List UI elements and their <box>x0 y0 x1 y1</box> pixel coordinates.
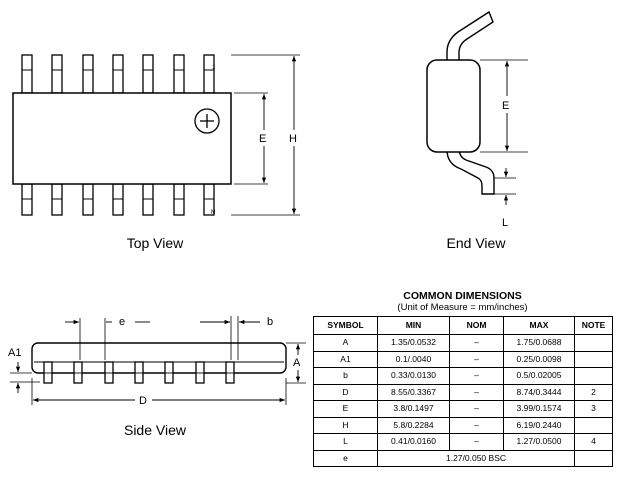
side-pin-lead <box>104 361 114 384</box>
cell-note <box>574 449 613 467</box>
cell-nom: – <box>449 400 504 418</box>
table-row-pitch: e 1.27/0.050 BSC <box>313 449 613 467</box>
table-title: COMMON DIMENSIONS <box>403 290 522 302</box>
cell-note <box>574 367 613 385</box>
cell-symbol: L <box>313 433 378 451</box>
label-l: L <box>502 217 508 229</box>
cell-max: 8.74/0.3444 <box>503 383 575 401</box>
cell-note <box>574 416 613 434</box>
header-nom: NOM <box>449 316 504 335</box>
cell-nom: – <box>449 433 504 451</box>
cell-max: 1.27/0.0500 <box>503 433 575 451</box>
cell-max: 0.5/0.02005 <box>503 367 575 385</box>
cell-symbol: e <box>313 449 378 467</box>
label-pin-n: N <box>211 210 215 216</box>
cell-min: 1.35/0.0532 <box>377 334 450 352</box>
table-row: A1 0.1/.0040 – 0.25/0.0098 <box>313 350 613 368</box>
cell-note <box>574 334 613 352</box>
table-row: E 3.8/0.1497 – 3.99/0.1574 3 <box>313 400 613 418</box>
table-row: D 8.55/0.3367 – 8.74/0.3444 2 <box>313 383 613 401</box>
cell-symbol: A <box>313 334 378 352</box>
side-pin-lead <box>134 361 144 384</box>
cell-symbol: H <box>313 416 378 434</box>
table-header-row: SYMBOL MIN NOM MAX NOTE <box>313 316 613 335</box>
cell-symbol: A1 <box>313 350 378 368</box>
top-view-body <box>12 92 232 185</box>
side-view <box>10 316 306 405</box>
side-pin-lead <box>164 361 174 384</box>
side-pins <box>43 361 235 384</box>
cell-nom: – <box>449 416 504 434</box>
top-pins-lower <box>21 183 215 216</box>
cell-note <box>574 350 613 368</box>
cell-min: 0.1/.0040 <box>377 350 450 368</box>
label-h: H <box>289 133 297 145</box>
header-min: MIN <box>377 316 450 335</box>
cell-nom: – <box>449 350 504 368</box>
side-pin-lead <box>43 361 53 384</box>
label-a1: A1 <box>8 347 21 359</box>
cell-note: 2 <box>574 383 613 401</box>
label-b: b <box>267 316 273 328</box>
cell-note: 4 <box>574 433 613 451</box>
pin-lead-upper <box>21 54 33 94</box>
end-view-body <box>426 59 481 153</box>
cell-nom: – <box>449 367 504 385</box>
table-row: b 0.33/0.0130 – 0.5/0.02005 <box>313 367 613 385</box>
cell-note: 3 <box>574 400 613 418</box>
cell-max: 0.25/0.0098 <box>503 350 575 368</box>
cell-nom: – <box>449 334 504 352</box>
title-top-view: Top View <box>127 235 184 251</box>
pin-lead-upper <box>82 54 94 94</box>
label-e-pitch: e <box>119 316 125 328</box>
header-max: MAX <box>503 316 575 335</box>
side-view-body <box>31 342 287 374</box>
cell-symbol: b <box>313 367 378 385</box>
pin-lead-upper <box>203 54 215 94</box>
table-row: L 0.41/0.0160 – 1.27/0.0500 4 <box>313 433 613 451</box>
cell-max: 1.75/0.0688 <box>503 334 575 352</box>
cell-bsc-value: 1.27/0.050 BSC <box>377 449 575 467</box>
label-e-end: E <box>502 100 509 112</box>
cell-symbol: E <box>313 400 378 418</box>
pin-lead-upper <box>112 54 124 94</box>
side-pin-lead <box>195 361 205 384</box>
cell-max: 6.19/0.2440 <box>503 416 575 434</box>
cell-max: 3.99/0.1574 <box>503 400 575 418</box>
header-symbol: SYMBOL <box>313 316 378 335</box>
cell-min: 8.55/0.3367 <box>377 383 450 401</box>
pin-lead-upper <box>173 54 185 94</box>
label-d: D <box>139 395 147 407</box>
table-subtitle: (Unit of Measure = mm/inches) <box>397 302 528 313</box>
pin-one-marker-icon <box>194 108 220 134</box>
cell-symbol: D <box>313 383 378 401</box>
cell-min: 5.8/0.2284 <box>377 416 450 434</box>
cell-min: 0.33/0.0130 <box>377 367 450 385</box>
pin-lead-upper <box>142 54 154 94</box>
title-end-view: End View <box>447 235 507 251</box>
pin-lead-upper <box>51 54 63 94</box>
table-row: H 5.8/0.2284 – 6.19/0.2440 <box>313 416 613 434</box>
side-pin-lead <box>73 361 83 384</box>
cell-nom: – <box>449 383 504 401</box>
top-view <box>12 54 300 216</box>
top-pins-upper <box>21 54 215 94</box>
dimensions-table: SYMBOL MIN NOM MAX NOTE A 1.35/0.0532 – … <box>313 316 613 467</box>
cell-min: 0.41/0.0160 <box>377 433 450 451</box>
table-row: A 1.35/0.0532 – 1.75/0.0688 <box>313 334 613 352</box>
title-side-view: Side View <box>124 422 187 438</box>
common-dimensions-panel: COMMON DIMENSIONS (Unit of Measure = mm/… <box>313 290 613 467</box>
label-e-top: E <box>259 133 266 145</box>
label-pin-1: 1 <box>212 65 216 71</box>
side-pin-lead <box>225 361 235 384</box>
header-note: NOTE <box>574 316 613 335</box>
end-view <box>426 10 528 205</box>
cell-min: 3.8/0.1497 <box>377 400 450 418</box>
label-a: A <box>293 357 301 369</box>
